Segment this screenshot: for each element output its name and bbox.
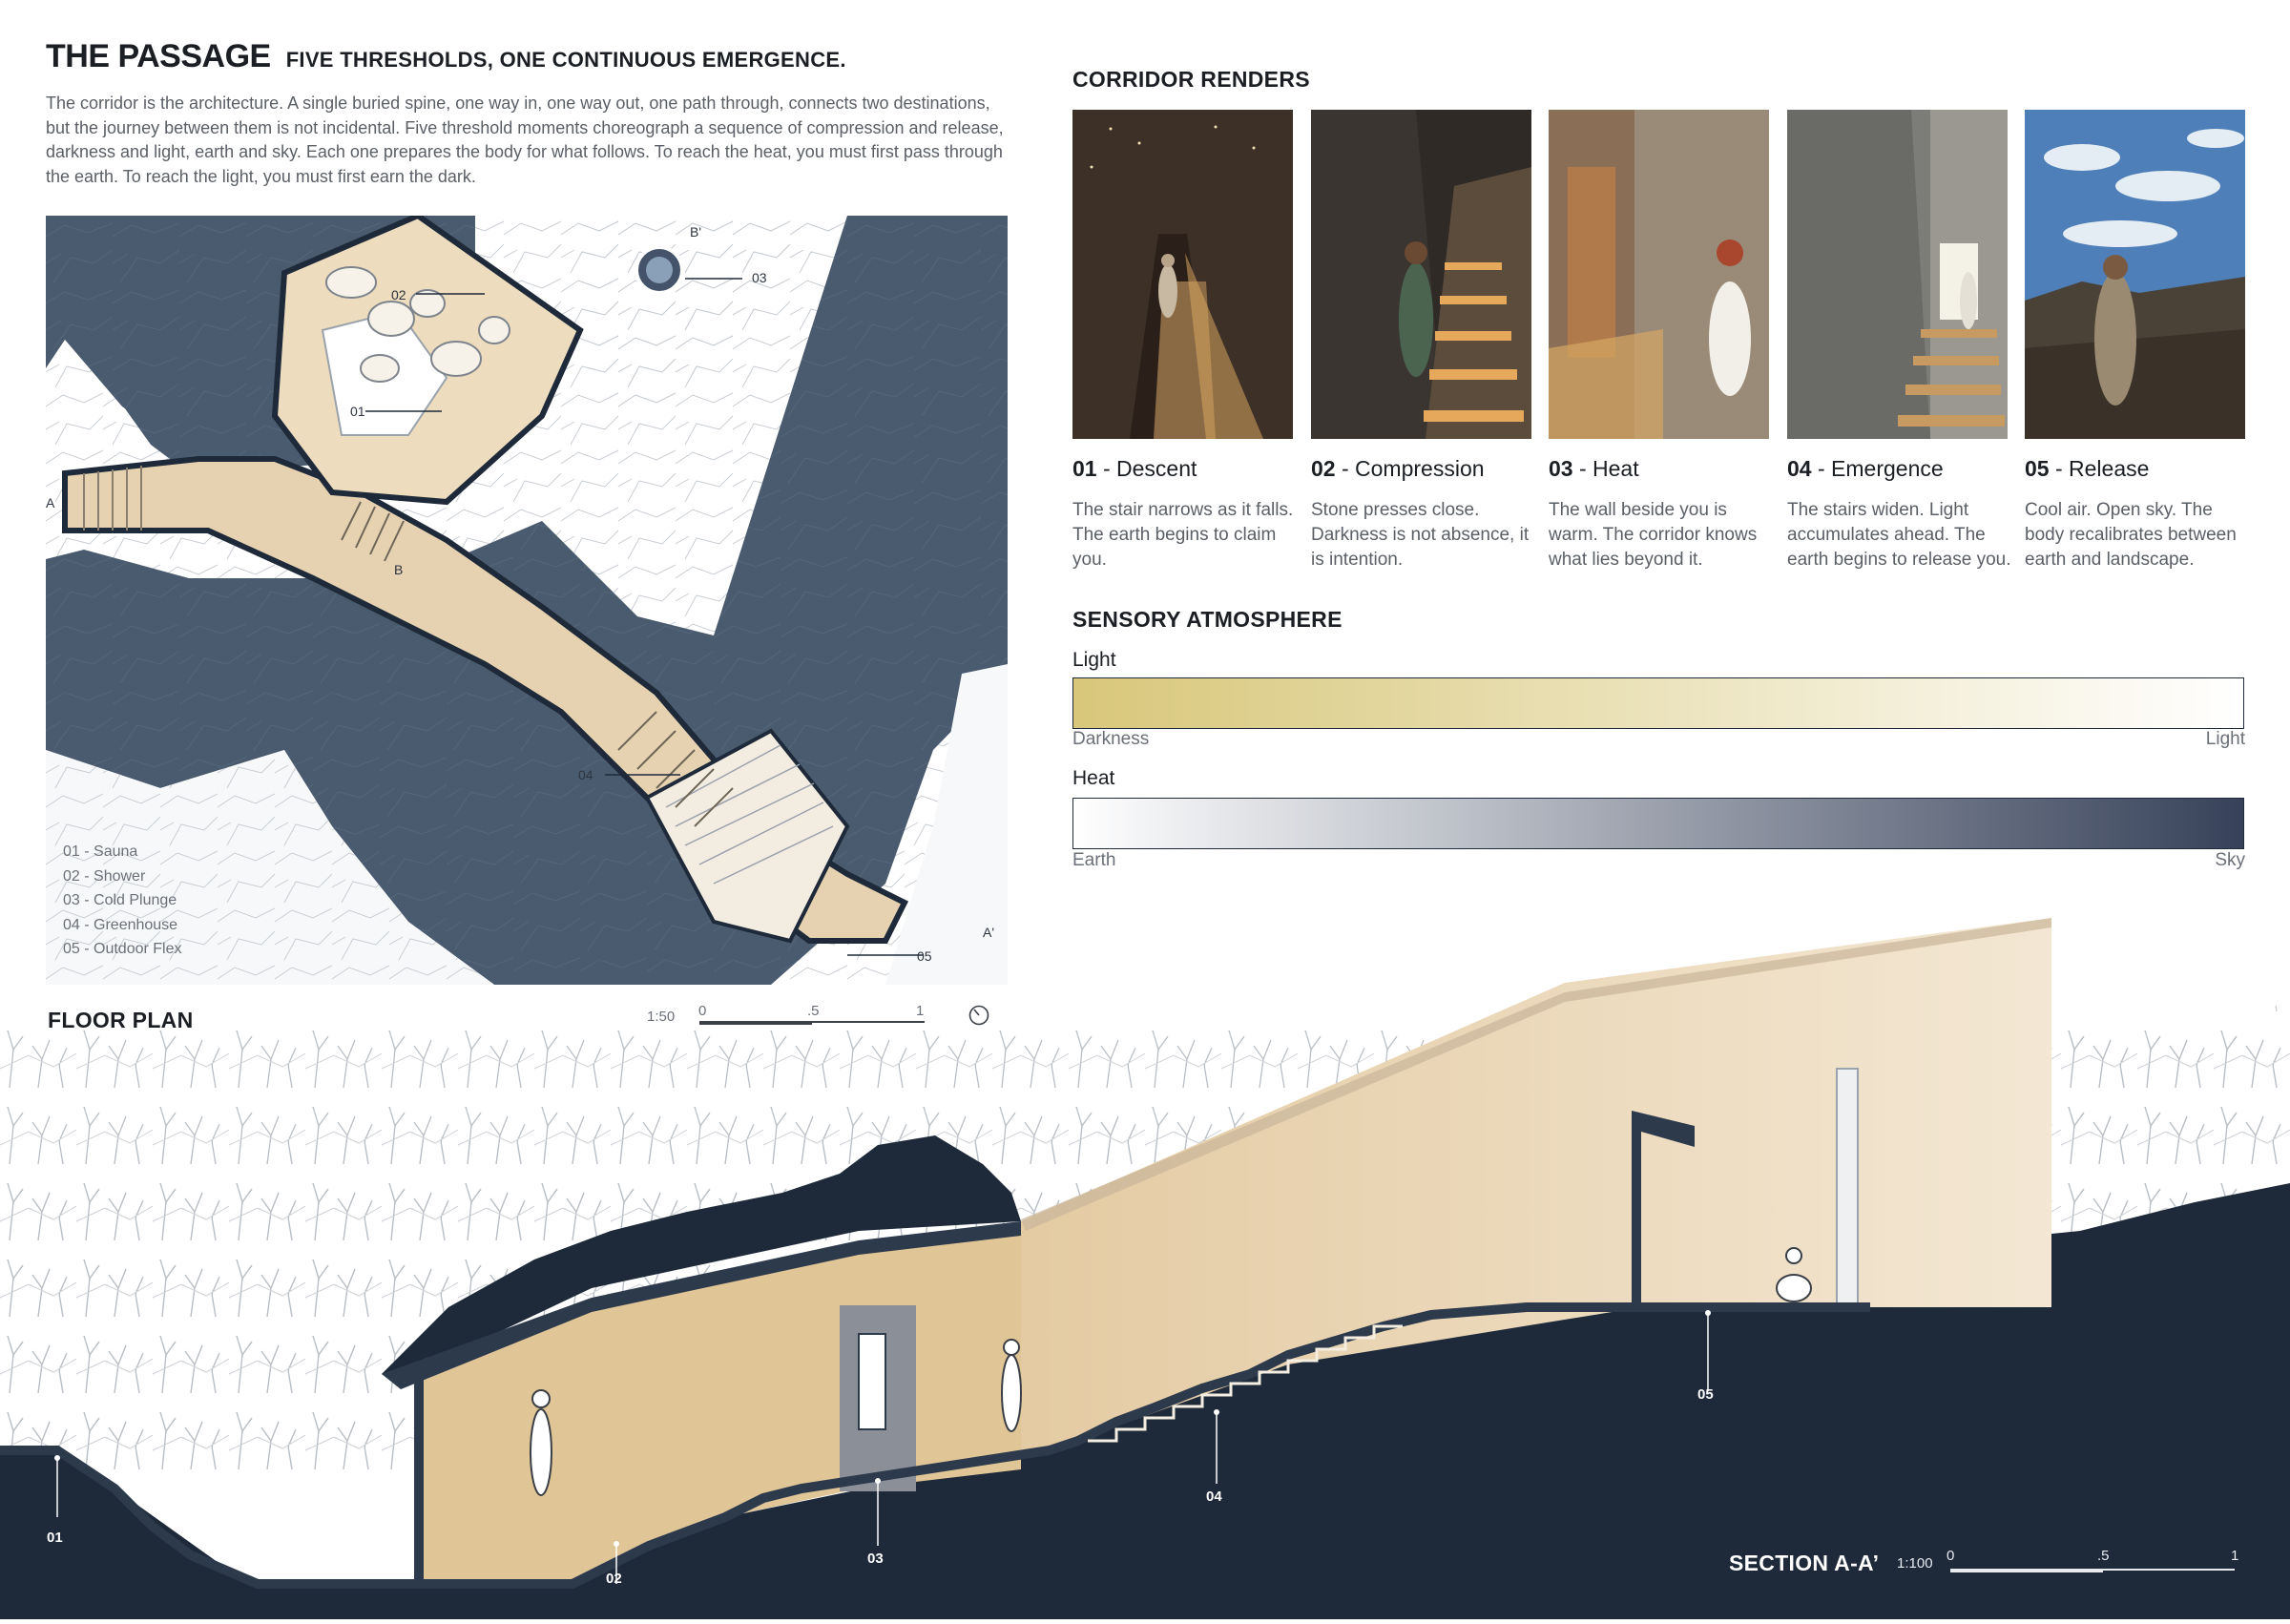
section-label-02: 02 [606,1571,622,1587]
render-desc-compression: Stone presses close. Darkness is not abs… [1311,500,1530,570]
render-num: 03 [1549,456,1573,481]
section-scale-t1: .5 [2097,1548,2110,1564]
plan-scale-t1: .5 [807,1003,820,1019]
render-name: - Compression [1341,456,1485,481]
light-bar-right: Light [2205,729,2245,749]
plan-scale-t0: 0 [698,1003,707,1019]
plan-label-05: 05 [917,948,932,964]
plan-label-01: 01 [350,404,365,419]
section-scale-bar [1950,1570,2103,1572]
section-mark-a: A [46,495,55,510]
light-gradient-bar [1072,677,2244,729]
section-heading: SECTION A-A’ [1729,1551,1880,1575]
render-title-compression: 02 - Compression [1311,456,1485,482]
section-svg: 01 02 03 04 05 [0,918,2290,1619]
render-title-release: 05 - Release [2025,456,2149,482]
render-desc-emergence: The stairs widen. Light accumulates ahea… [1787,500,2011,570]
render-heat [1549,110,1769,439]
section-label-01: 01 [47,1530,63,1546]
section-scale-ratio: 1:100 [1897,1555,1933,1572]
render-name: - Release [2054,456,2150,481]
light-bar-label: Light [1072,649,1116,671]
title-text: THE PASSAGE [46,38,271,74]
heat-gradient-bar [1072,798,2244,849]
page-title: THE PASSAGE FIVE THRESHOLDS, ONE CONTINUO… [46,38,846,75]
render-desc-descent: The stair narrows as it falls. The earth… [1072,500,1294,570]
render-name: - Heat [1578,456,1639,481]
legend-item: 04 - Greenhouse [63,916,178,933]
section-mark-b-prime: B' [690,224,701,239]
render-title-emergence: 04 - Emergence [1787,456,1944,482]
legend-item: 01 - Sauna [63,843,138,860]
heat-bar-left: Earth [1072,850,1116,870]
render-name: - Emergence [1817,456,1944,481]
plan-legend: 01 - Sauna 02 - Shower 03 - Cold Plunge … [63,840,182,962]
section-mark-b: B [394,562,403,577]
render-num: 05 [2025,456,2050,481]
light-bar-left: Darkness [1072,729,1150,749]
legend-item: 02 - Shower [63,867,146,885]
floor-plan-drawing: 02 01 03 04 05 A B B' A' [46,212,1008,985]
render-title-descent: 01 - Descent [1072,456,1197,482]
render-num: 04 [1787,456,1812,481]
section-label-05: 05 [1697,1386,1714,1403]
sensory-heading: SENSORY ATMOSPHERE [1072,607,1343,632]
page-subtitle: FIVE THRESHOLDS, ONE CONTINUOUS EMERGENC… [285,48,846,72]
legend-item: 05 - Outdoor Flex [63,941,182,957]
section-scale-t2: 1 [2231,1548,2239,1564]
section-drawing: 01 02 03 04 05 [0,859,2290,1619]
section-label-03: 03 [867,1551,884,1567]
section-mark-a-prime: A' [983,925,994,940]
render-compression [1311,110,1531,439]
render-release [2025,110,2245,439]
render-num: 02 [1311,456,1336,481]
legend-item: 03 - Cold Plunge [63,892,177,908]
render-emergence [1787,110,2008,439]
intro-paragraph: The corridor is the architecture. A sing… [46,94,1004,186]
render-title-heat: 03 - Heat [1549,456,1639,482]
floor-plan-svg: 02 01 03 04 05 A B B' A' [46,212,1008,985]
heat-bar-label: Heat [1072,767,1115,789]
plan-label-02: 02 [391,287,406,302]
plan-label-04: 04 [578,767,593,782]
render-desc-release: Cool air. Open sky. The body recalibrate… [2025,500,2237,570]
section-scale-t0: 0 [1946,1548,1955,1564]
section-label-04: 04 [1206,1489,1222,1505]
heat-bar-right: Sky [2215,850,2245,870]
plan-label-03: 03 [752,270,767,285]
render-name: - Descent [1102,456,1197,481]
render-num: 01 [1072,456,1097,481]
render-descent [1072,110,1293,439]
plan-scale-t2: 1 [916,1003,925,1019]
render-desc-heat: The wall beside you is warm. The corrido… [1549,500,1758,570]
plan-scale-ratio: 1:50 [647,1009,676,1025]
corridor-renders-heading: CORRIDOR RENDERS [1072,67,1310,92]
